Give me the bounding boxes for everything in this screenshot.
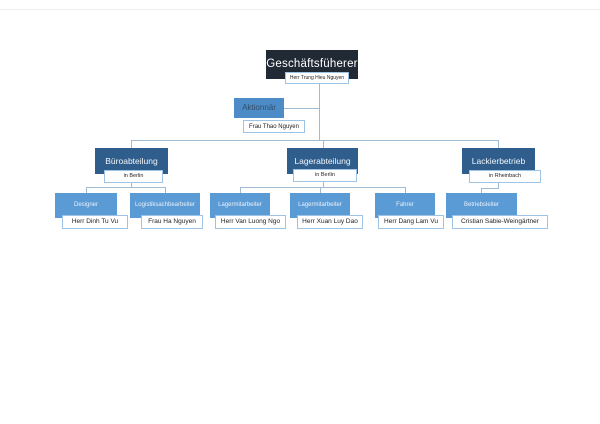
org-node-fahrer[interactable]: Fahrer [375, 193, 435, 218]
name-tag-lagermitarbeiter-1[interactable]: Herr Van Luong Ngo [215, 215, 286, 229]
connector-line [405, 187, 406, 193]
connector-line [86, 187, 87, 193]
connector-line [320, 187, 321, 193]
location-tag-bueroabteilung[interactable]: in Berlin [104, 170, 163, 183]
connector-line [481, 188, 482, 193]
connector-line [86, 187, 166, 188]
connector-line [498, 140, 499, 148]
name-tag-aktionnaer[interactable]: Frau Thao Nguyen [243, 120, 305, 133]
org-node-logistiksachbearbeiter[interactable]: Logistiksachbearbeiter [130, 193, 200, 218]
org-node-betriebsleiter[interactable]: Betriebsleiter [446, 193, 517, 218]
org-node-bueroabteilung[interactable]: Büroabteilung [95, 148, 168, 174]
connector-line [284, 108, 320, 109]
name-tag-betriebsleiter[interactable]: Cristian Sabie-Weingärtner [452, 215, 548, 229]
org-node-lackierbetrieb[interactable]: Lackierbetrieb [462, 148, 535, 174]
connector-line [240, 187, 241, 193]
location-tag-lackierbetrieb[interactable]: in Rheinbach [469, 170, 541, 183]
name-tag-designer[interactable]: Herr Dinh Tu Vu [62, 215, 128, 229]
connector-line [323, 140, 324, 148]
connector-line [131, 140, 498, 141]
org-node-designer[interactable]: Designer [55, 193, 117, 218]
connector-line [131, 140, 132, 148]
org-node-aktionnaer[interactable]: Aktionnär [234, 98, 284, 118]
connector-line [481, 188, 499, 189]
connector-line [240, 187, 405, 188]
connector-line [165, 187, 166, 193]
connector-line [498, 181, 499, 188]
name-tag-lagermitarbeiter-2[interactable]: Herr Xuan Luy Dao [297, 215, 363, 229]
name-tag-fahrer[interactable]: Herr Dang Lam Vu [378, 215, 444, 229]
connector-line [131, 181, 132, 187]
name-tag-logistiksachbearbeiter[interactable]: Frau Ha Nguyen [141, 215, 203, 229]
name-tag-root[interactable]: Herr Trung Hieu Nguyen [285, 72, 349, 84]
connector-line [323, 180, 324, 187]
slide-top-edge [0, 9, 600, 10]
location-tag-lagerabteilung[interactable]: in Berlin [293, 169, 357, 182]
connector-line [319, 81, 320, 140]
org-node-lagermitarbeiter-2[interactable]: Lagermitarbeiter [290, 193, 350, 218]
org-node-lagermitarbeiter-1[interactable]: Lagermitarbeiter [210, 193, 270, 218]
